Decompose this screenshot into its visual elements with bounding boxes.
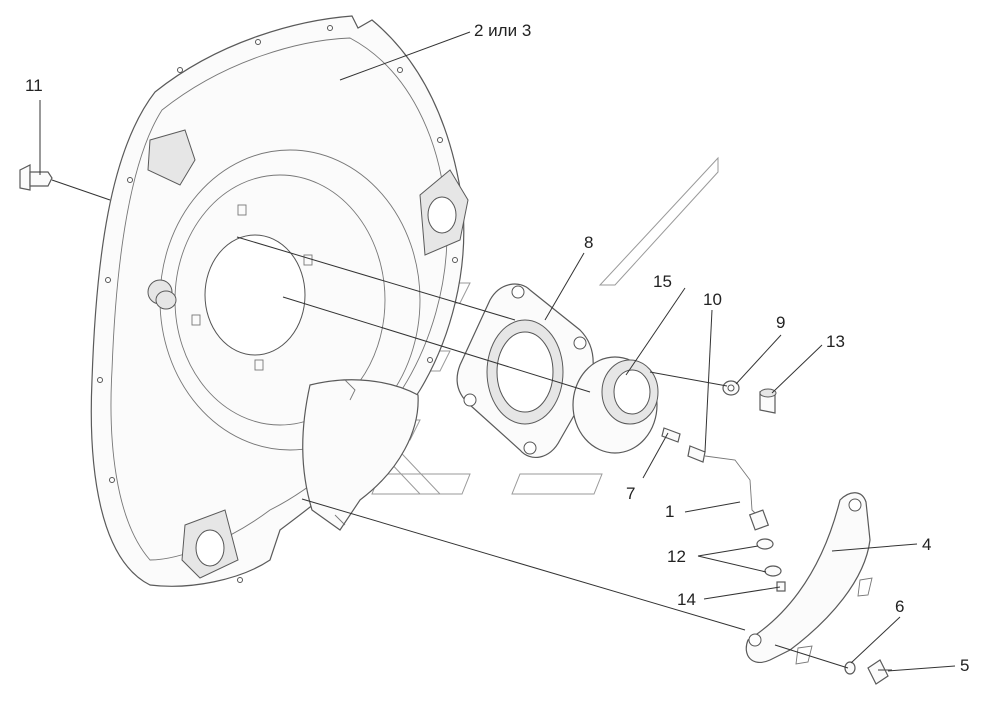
- callout-12: 12: [667, 547, 686, 566]
- callout-10: 10: [703, 290, 722, 309]
- bearing-housing: [456, 283, 594, 458]
- fastener-set: [844, 659, 892, 685]
- leader-lines: [39, 31, 956, 672]
- seals: [756, 538, 786, 592]
- callout-9: 9: [776, 313, 786, 332]
- callout-4: 4: [922, 535, 932, 554]
- cover-plate: [90, 15, 469, 587]
- lubrication-line: [661, 427, 770, 531]
- callout-8: 8: [584, 233, 594, 252]
- top-bracket: [147, 129, 196, 186]
- callout-11: 11: [25, 76, 43, 95]
- center-opening: [204, 234, 306, 356]
- callout-2-or-3: 2 или 3: [474, 21, 532, 40]
- callout-15: 15: [653, 272, 672, 291]
- callout-7: 7: [626, 484, 636, 503]
- callout-14: 14: [677, 590, 696, 609]
- bolt: [19, 164, 53, 191]
- release-bearing: [572, 356, 659, 454]
- callout-13: 13: [826, 332, 845, 351]
- washer-and-cap: [722, 380, 777, 414]
- dust-shield: [302, 379, 419, 531]
- callout-1: 1: [665, 502, 675, 521]
- callout-6: 6: [895, 597, 905, 616]
- callout-5: 5: [960, 656, 970, 675]
- release-fork-bracket: [745, 492, 873, 665]
